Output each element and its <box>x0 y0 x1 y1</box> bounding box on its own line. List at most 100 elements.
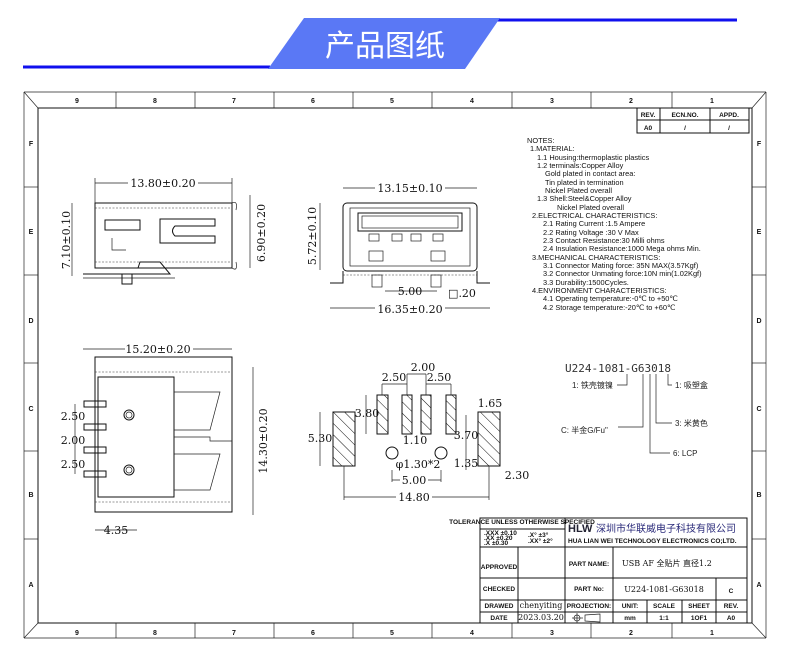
front-overall-dim: 16.35±0.20 <box>377 303 442 316</box>
scale-value: 1:1 <box>659 615 669 622</box>
appd-header: APPD. <box>719 112 739 119</box>
note-line: Nickel Plated overall <box>557 203 624 212</box>
grid-row: B <box>756 492 761 499</box>
front-height-dim: 5.72±0.10 <box>306 207 319 265</box>
note-line: Gold plated in contact area: <box>545 169 635 178</box>
rev-value: A0 <box>727 615 736 622</box>
signal-pad <box>376 394 389 435</box>
top-pitch-b-dim: 2.00 <box>61 434 86 447</box>
banner-title: 产品图纸 <box>325 29 445 64</box>
scale-label: SCALE <box>653 603 676 610</box>
signal-pad <box>420 394 432 435</box>
tolerance-line: .XXX ±0.10 <box>484 530 517 537</box>
top-offset-dim: 4.35 <box>104 524 129 537</box>
note-line: 2.3 Contact Resistance:30 Milli ohms <box>543 236 665 245</box>
tolerance-title: TOLERANCE UNLESS OTHERWISE SPECIFIED <box>449 519 595 526</box>
note-line: 1.3 Shell:Steel&Copper Alloy <box>537 194 632 203</box>
part-code-callout: U224-1081-G63018 1: 铁壳镀镍 1: 吸塑盒 3: 米黄色 C… <box>561 362 708 458</box>
note-line: Nickel Plated overall <box>545 186 612 195</box>
drawing-frame: 9 8 7 6 5 4 3 2 1 9 8 7 6 5 4 3 2 1 F E … <box>23 91 767 639</box>
note-line: 2.2 Rating Voltage :30 V Max <box>543 228 639 237</box>
grid-row: A <box>28 582 33 589</box>
grid-col: 5 <box>390 98 394 105</box>
signal-pad <box>401 394 413 435</box>
grid-col: 4 <box>470 630 474 637</box>
date-label: DATE <box>490 615 508 622</box>
top-pitch-c-dim: 2.50 <box>61 458 86 471</box>
footprint-dim: 14.80 <box>398 491 430 504</box>
callout-label: 3: 米黄色 <box>675 418 708 428</box>
appd-value: / <box>728 125 730 132</box>
footprint-dim: 1.65 <box>478 397 503 410</box>
company-name-en: HUA LIAN WEI TECHNOLOGY ELECTRONICS CO;L… <box>568 538 737 545</box>
footprint-dim: 3.80 <box>355 407 380 420</box>
note-line: 4.ENVIRONMENT CHARACTERISTICS: <box>532 286 667 295</box>
note-line: 3.2 Connector Unmating force:10N min(1.0… <box>543 269 702 278</box>
note-line: 1.1 Housing:thermoplastic plastics <box>537 153 649 162</box>
ecn-value: / <box>684 125 686 132</box>
note-line: 4.2 Storage temperature:-20℃ to +60℃ <box>543 303 675 312</box>
pcb-footprint: 2.00 2.50 2.50 3.80 1.65 5.30 3.70 1.10 … <box>308 361 530 504</box>
grid-row: C <box>756 406 761 413</box>
callout-label: 1: 吸塑盒 <box>675 380 708 390</box>
part-no-label: PART No: <box>574 586 604 593</box>
grid-row: B <box>28 492 33 499</box>
footprint-dim: 2.50 <box>382 371 407 384</box>
sheet-value: 1OF1 <box>691 615 708 622</box>
grid-col: 6 <box>311 630 315 637</box>
note-line: Tin plated in termination <box>545 178 624 187</box>
grid-row: D <box>28 318 33 325</box>
grid-col: 3 <box>550 630 554 637</box>
unit-value: mm <box>624 615 636 622</box>
grid-row: A <box>756 582 761 589</box>
note-line: 2.4 Insulation Resistance:1000 Mega ohms… <box>543 244 701 253</box>
tolerance-line: .XX ±0.20 <box>484 535 513 542</box>
callout-label: 1: 铁壳镀镍 <box>572 380 613 390</box>
part-no-value: U224-1081-G63018 <box>624 585 704 594</box>
locating-hole <box>385 446 399 460</box>
part-name-value: USB AF 全贴片 直径1.2 <box>622 558 712 568</box>
grid-row: C <box>28 406 33 413</box>
side-height-left-dim: 7.10±0.10 <box>60 211 73 269</box>
part-code: U224-1081-G63018 <box>565 362 671 375</box>
grid-row: E <box>29 229 34 236</box>
footprint-dim: 5.30 <box>308 432 333 445</box>
grid-col: 9 <box>75 630 79 637</box>
angle-tolerance: .X° ±3° <box>528 531 549 539</box>
angle-tolerance: .XX° ±2° <box>528 537 553 545</box>
footprint-dim: 2.50 <box>427 371 452 384</box>
side-width-dim: 13.80±0.20 <box>130 177 195 190</box>
shell-pad <box>332 411 356 467</box>
grid-col: 2 <box>629 630 633 637</box>
grid-row: D <box>756 318 761 325</box>
top-pitch-a-dim: 2.50 <box>61 410 86 423</box>
front-pitch-dim: 5.00 <box>398 285 423 298</box>
part-name-label: PART NAME: <box>569 561 609 568</box>
side-view: 13.80±0.20 7.10±0.10 6.90±0.20 <box>60 176 268 285</box>
note-line: 3.1 Connector Mating force: 35N MAX(3.57… <box>543 261 698 270</box>
grid-row: E <box>757 229 762 236</box>
banner-shape <box>268 18 500 69</box>
note-line: 3.MECHANICAL CHARACTERISTICS: <box>532 253 660 262</box>
shell-pad <box>477 411 501 467</box>
company-name-cn: 深圳市华联威电子科技有限公司 <box>596 522 736 535</box>
footprint-dim: 2.30 <box>505 469 530 482</box>
tolerance-line: .X ±0.30 <box>484 540 509 547</box>
locating-hole <box>434 446 448 460</box>
grid-col: 8 <box>153 630 157 637</box>
grid-row: F <box>757 141 762 148</box>
footprint-dim: 2.00 <box>411 361 436 374</box>
footprint-dim: 1.35 <box>454 457 479 470</box>
note-line: 3.3 Durability:1500Cycles. <box>543 278 629 287</box>
revision-table: REV. ECN.NO. APPD. A0 / / <box>636 107 750 134</box>
company-logo: HLW <box>568 523 593 535</box>
top-view: 15.20±0.20 14.30±0.20 2.50 2.00 2.50 4.3… <box>61 342 270 537</box>
projection-symbol-icon <box>572 613 601 623</box>
grid-col: 2 <box>629 98 633 105</box>
grid-col: 5 <box>390 630 394 637</box>
drawed-label: DRAWED <box>485 603 514 610</box>
callout-label: C: 半金G/Fu" <box>561 425 608 435</box>
side-height-right-dim: 6.90±0.20 <box>255 204 268 262</box>
grid-col: 7 <box>232 630 236 637</box>
